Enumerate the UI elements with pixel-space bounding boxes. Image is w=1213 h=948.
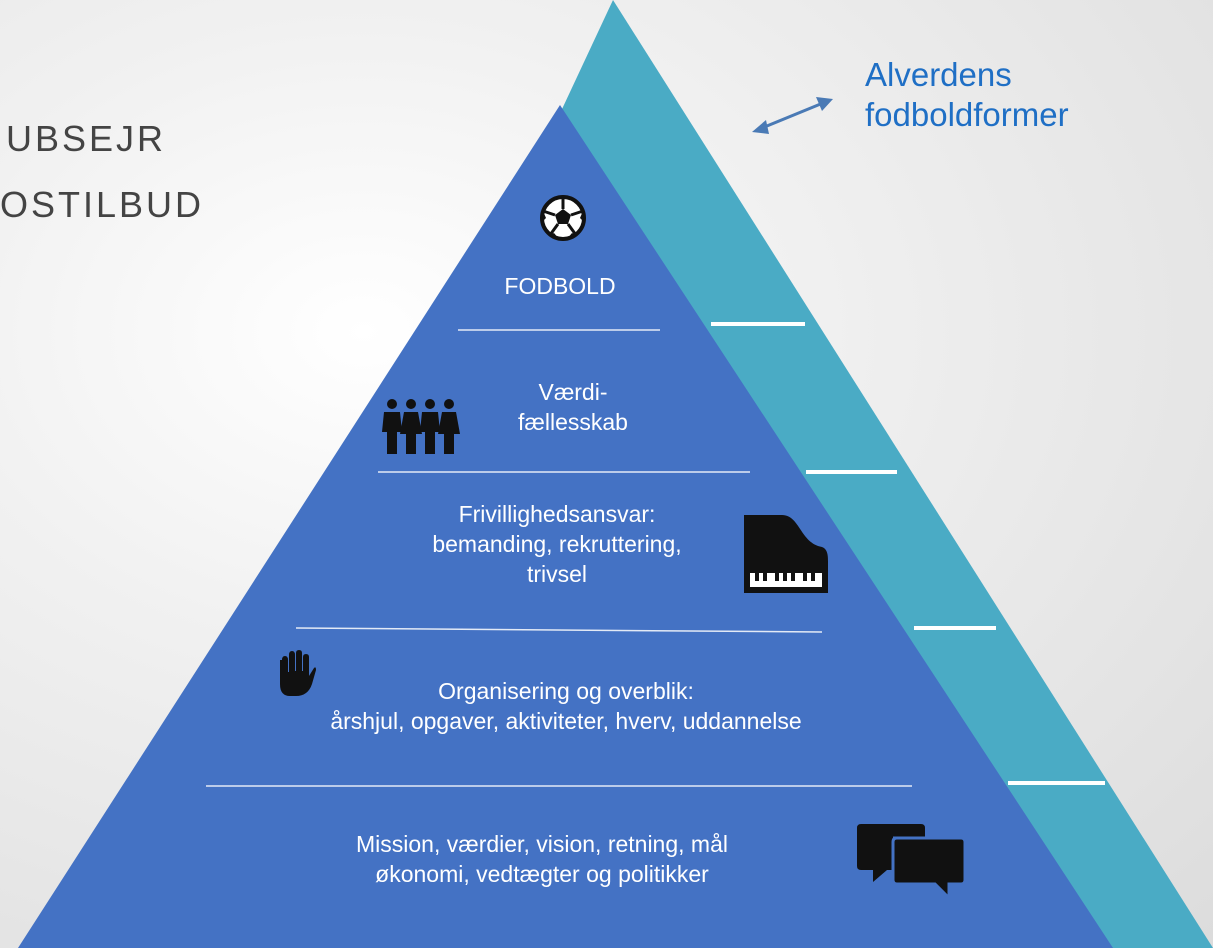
- level3-label: Frivillighedsansvar: bemanding, rekrutte…: [362, 499, 752, 589]
- hand-icon: [280, 650, 316, 696]
- outer-label-line-1: Alverdens: [865, 56, 1012, 93]
- level2-line-2: fællesskab: [518, 409, 628, 435]
- level2-line-1: Værdi-: [538, 379, 608, 405]
- level3-line-2: bemanding, rekruttering,: [432, 531, 682, 557]
- level5-line-1: Mission, værdier, vision, retning, mål: [356, 831, 728, 857]
- grand-piano-icon: [744, 515, 828, 593]
- title-line-2: OSTILBUD: [0, 184, 205, 225]
- divider-3: [295, 627, 823, 633]
- double-arrow-icon: [752, 97, 833, 134]
- level-top-label: FODBOLD: [504, 273, 616, 299]
- title-line-1: UBSEJR: [6, 118, 167, 159]
- outer-label: Alverdens fodboldformer: [865, 55, 1069, 135]
- speech-bubbles-icon: [857, 824, 967, 902]
- football-icon: [540, 195, 586, 241]
- people-group-icon: [382, 399, 460, 454]
- level2-label: Værdi- fællesskab: [488, 377, 658, 437]
- level4-label: Organisering og overblik: årshjul, opgav…: [246, 676, 886, 736]
- level5-label: Mission, værdier, vision, retning, mål ø…: [262, 829, 822, 889]
- level3-line-1: Frivillighedsansvar:: [458, 501, 656, 527]
- level4-line-1: Organisering og overblik:: [438, 678, 694, 704]
- level4-line-2: årshjul, opgaver, aktiviteter, hverv, ud…: [330, 708, 802, 734]
- inner-pyramid: [18, 105, 1113, 948]
- level5-line-2: økonomi, vedtægter og politikker: [375, 861, 709, 887]
- level3-line-3: trivsel: [526, 561, 588, 587]
- outer-label-line-2: fodboldformer: [865, 96, 1069, 133]
